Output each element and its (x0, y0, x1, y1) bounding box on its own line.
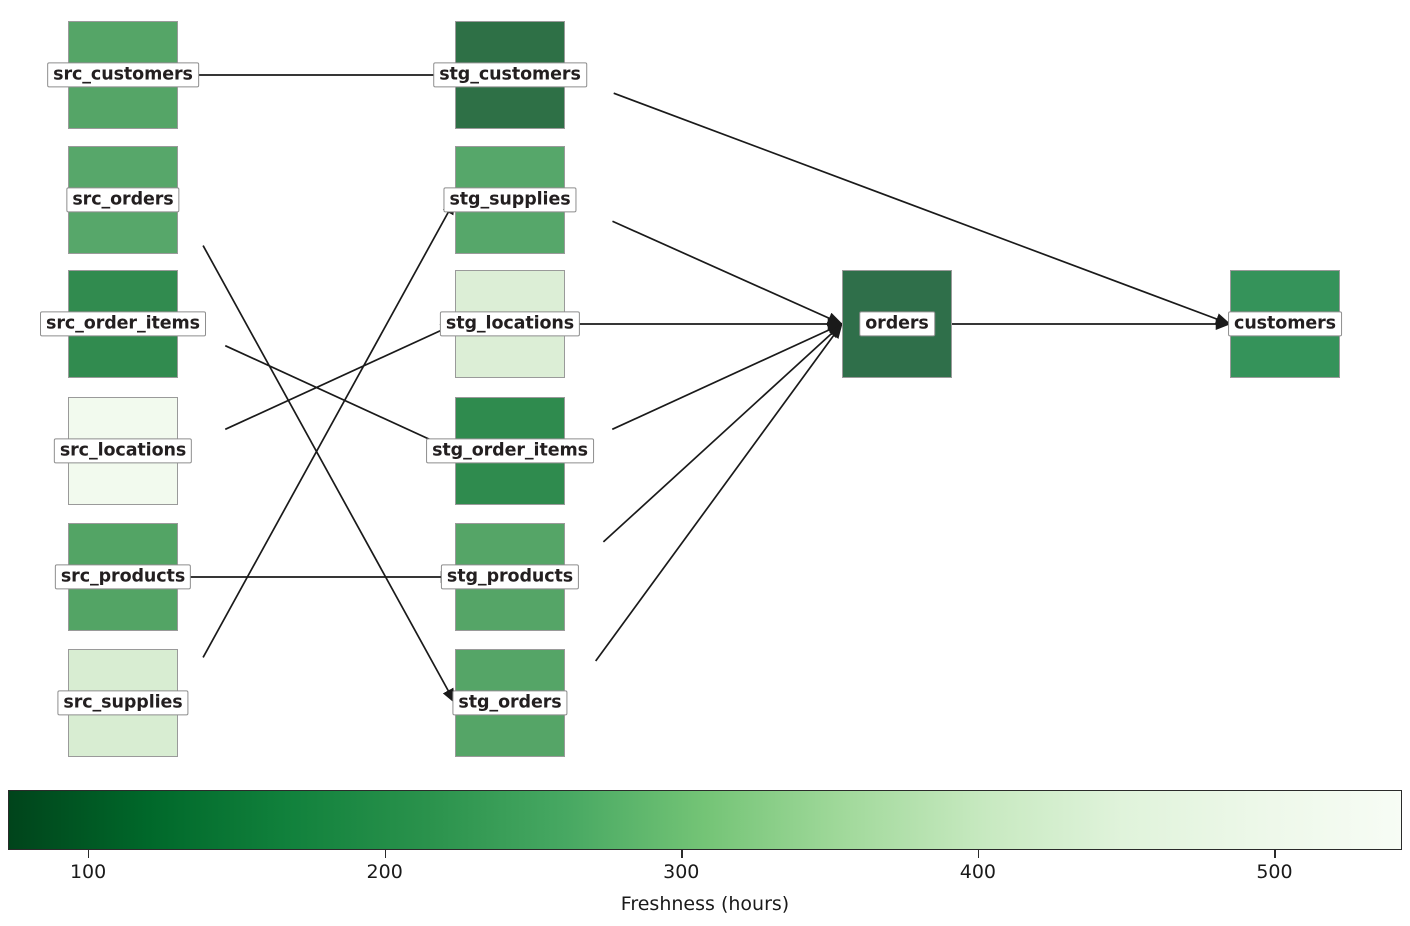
edge-stg_order_items-to-orders (611, 323, 843, 431)
node-label-stg_orders[interactable]: stg_orders (452, 690, 568, 716)
colorbar-tick-400 (977, 850, 980, 858)
edge-src_supplies-to-stg_supplies (202, 199, 456, 658)
edge-stg_supplies-to-orders (612, 220, 843, 325)
edge-src_orders-to-stg_orders (202, 245, 456, 704)
node-label-stg_locations[interactable]: stg_locations (439, 311, 581, 337)
node-label-src_supplies[interactable]: src_supplies (57, 690, 189, 716)
colorbar-tick-100 (88, 850, 90, 858)
colorbar-tick-500 (1274, 850, 1276, 858)
edge-src_locations-to-stg_locations (224, 323, 456, 431)
node-label-src_orders[interactable]: src_orders (66, 187, 180, 213)
edge-stg_products-to-orders (602, 323, 843, 543)
node-label-orders[interactable]: orders (859, 311, 935, 337)
node-label-stg_order_items[interactable]: stg_order_items (426, 438, 594, 464)
colorbar-tick-label-400: 400 (959, 861, 996, 883)
node-label-src_locations[interactable]: src_locations (53, 438, 193, 464)
colorbar-tick-label-300: 300 (663, 861, 700, 883)
colorbar-axis-label: Freshness (hours) (620, 893, 790, 915)
edge-stg_customers-to-customers (613, 92, 1231, 325)
colorbar-tick-label-100: 100 (69, 861, 107, 883)
node-label-src_products[interactable]: src_products (54, 564, 192, 590)
colorbar-gradient (8, 790, 1402, 850)
colorbar-tick-200 (384, 850, 386, 858)
node-label-stg_supplies[interactable]: stg_supplies (443, 187, 577, 213)
node-label-stg_customers[interactable]: stg_customers (433, 62, 587, 88)
colorbar-tick-label-200: 200 (366, 861, 403, 883)
node-label-customers[interactable]: customers (1228, 311, 1342, 337)
node-label-src_order_items[interactable]: src_order_items (40, 311, 206, 337)
node-label-stg_products[interactable]: stg_products (440, 564, 580, 590)
colorbar-tick-300 (681, 850, 683, 858)
edge-src_order_items-to-stg_order_items (224, 344, 456, 452)
edge-stg_orders-to-orders (594, 323, 843, 662)
node-label-src_customers[interactable]: src_customers (47, 62, 199, 88)
colorbar-tick-label-500: 500 (1256, 861, 1293, 883)
freshness-colorbar[interactable] (8, 790, 1402, 850)
